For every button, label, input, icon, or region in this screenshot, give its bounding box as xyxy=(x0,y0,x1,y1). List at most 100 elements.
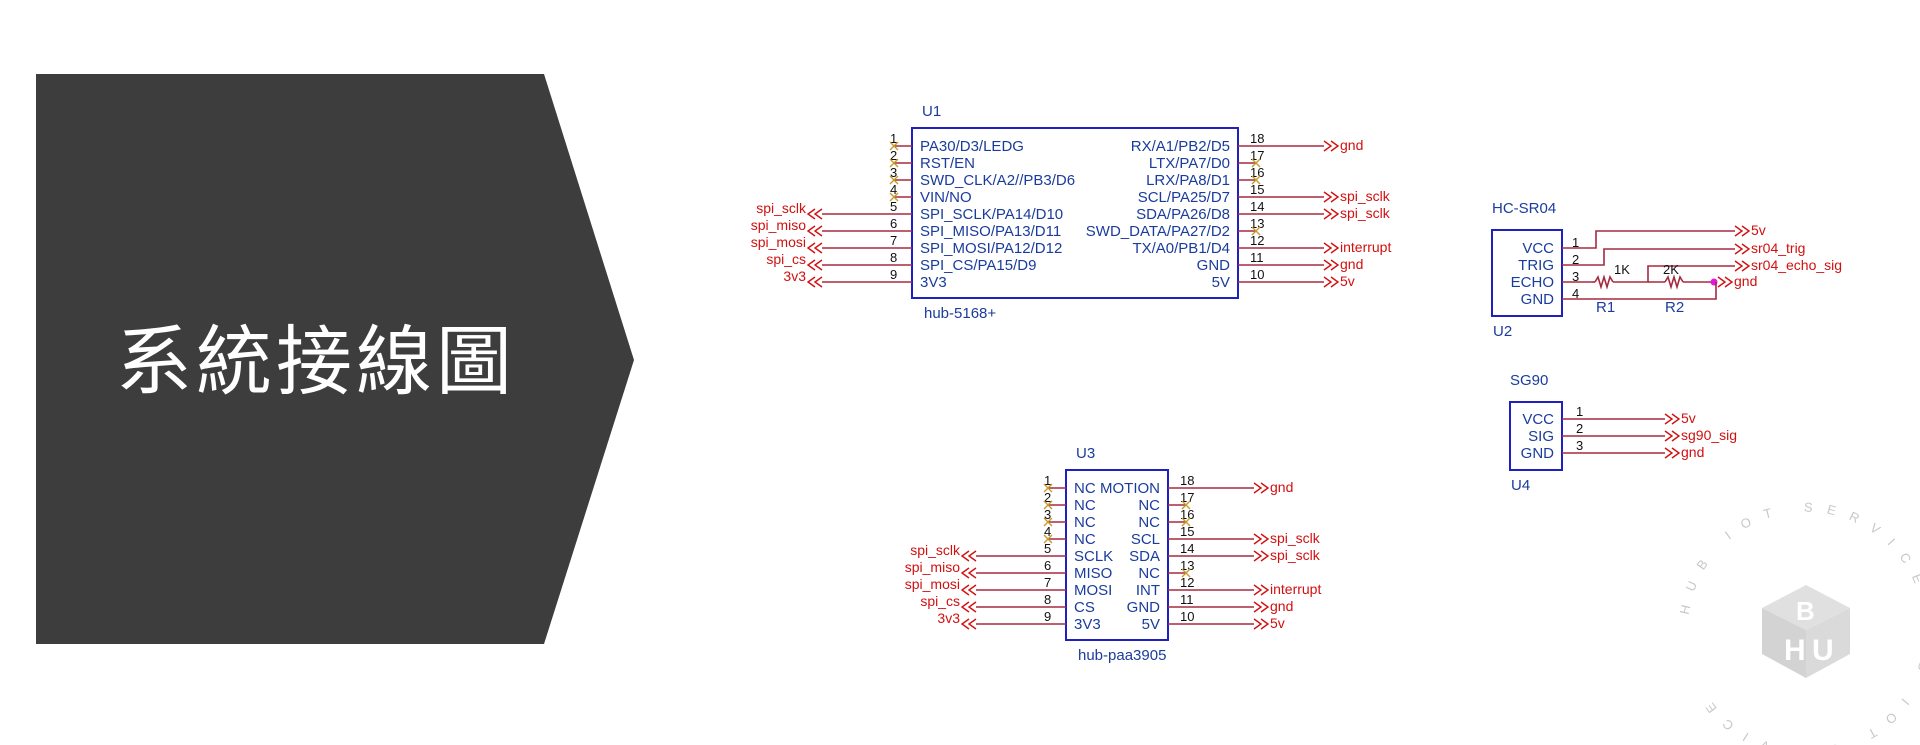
net-port-icon xyxy=(1323,191,1340,203)
net-label: sg90_sig xyxy=(1681,427,1737,443)
pin-name: GND xyxy=(1521,445,1555,462)
net-port-icon xyxy=(806,225,823,237)
pin-number: 15 xyxy=(1180,524,1194,539)
net-label: spi_mosi xyxy=(905,576,960,592)
pin-name: SWD_CLK/A2//PB3/D6 xyxy=(920,172,1075,189)
net-label: spi_cs xyxy=(920,593,960,609)
pin-name: NC xyxy=(1138,565,1160,582)
no-connect-mark xyxy=(1043,534,1053,544)
vcc-trace xyxy=(1592,230,1735,249)
pin-number: 1 xyxy=(1572,235,1579,250)
no-connect-mark xyxy=(889,141,899,151)
net-label: gnd xyxy=(1681,444,1704,460)
pin-number: 11 xyxy=(1250,250,1264,265)
net-label: spi_sclk xyxy=(756,200,807,216)
net-port-icon xyxy=(1253,482,1270,494)
title-chevron-shape xyxy=(36,74,634,644)
pin-name: RX/A1/PB2/D5 xyxy=(1131,138,1230,155)
net-port-icon xyxy=(1734,260,1751,272)
component-u3: U3hub-paa3905NC1NC2NC3NC4SCLK5spi_sclkMI… xyxy=(905,445,1322,664)
pin-number: 12 xyxy=(1250,233,1264,248)
net-port-icon xyxy=(960,601,977,613)
pin-number: 8 xyxy=(890,250,897,265)
no-connect-mark xyxy=(1043,483,1053,493)
net-port-icon xyxy=(1253,550,1270,562)
component-body xyxy=(911,127,1239,299)
pin-number: 10 xyxy=(1250,267,1264,282)
net-label: spi_miso xyxy=(751,217,806,233)
net-port-icon xyxy=(1323,276,1340,288)
pin-name: NC xyxy=(1138,497,1160,514)
no-connect-mark xyxy=(1181,517,1191,527)
net-port-icon xyxy=(1734,225,1751,237)
net-port-icon xyxy=(1664,413,1681,425)
pin-name: GND xyxy=(1127,599,1161,616)
pin-name: SDA/PA26/D8 xyxy=(1136,206,1230,223)
component-ref: U3 xyxy=(1076,445,1095,462)
pin-number: 18 xyxy=(1250,131,1264,146)
pin-number: 3 xyxy=(1044,507,1051,522)
pin-name: 5V xyxy=(1212,274,1230,291)
net-label: gnd xyxy=(1734,273,1757,289)
net-port-icon xyxy=(806,242,823,254)
pin-number: 16 xyxy=(1180,507,1194,522)
resistor-value: 1K xyxy=(1614,262,1630,277)
no-connect-mark xyxy=(1181,500,1191,510)
pin-name: NC xyxy=(1074,480,1096,497)
pin-name: RST/EN xyxy=(920,155,975,172)
pin-number: 12 xyxy=(1180,575,1194,590)
component-value: hub-5168+ xyxy=(924,305,996,322)
pin-name: CS xyxy=(1074,599,1095,616)
net-label: 5v xyxy=(1340,273,1355,289)
pin-number: 11 xyxy=(1180,592,1194,607)
pin-name: NC xyxy=(1074,531,1096,548)
pin-name: SWD_DATA/PA27/D2 xyxy=(1086,223,1230,240)
pin-number: 10 xyxy=(1180,609,1194,624)
component-value: SG90 xyxy=(1510,372,1548,389)
pin-name: MISO xyxy=(1074,565,1112,582)
watermark: HUB IOT SERVICE HUB IOT SERVICEHUB xyxy=(1677,499,1920,745)
pin-number: 17 xyxy=(1180,490,1194,505)
pin-number: 1 xyxy=(890,131,897,146)
net-port-icon xyxy=(1734,243,1751,255)
pin-name: VCC xyxy=(1522,240,1554,257)
resistor-r1-icon xyxy=(1594,274,1614,290)
component-ref: U1 xyxy=(922,103,941,120)
component-ref: U2 xyxy=(1493,323,1512,340)
net-label: spi_sclk xyxy=(1340,205,1391,221)
pin-number: 2 xyxy=(1576,421,1583,436)
net-label: gnd xyxy=(1270,479,1293,495)
pin-number: 4 xyxy=(1572,286,1579,301)
pin-number: 2 xyxy=(1572,252,1579,267)
pin-number: 2 xyxy=(1044,490,1051,505)
pin-name: NC xyxy=(1074,497,1096,514)
pin-name: SPI_CS/PA15/D9 xyxy=(920,257,1036,274)
net-label: gnd xyxy=(1340,137,1363,153)
pin-name: SCL/PA25/D7 xyxy=(1138,189,1230,206)
pin-name: 3V3 xyxy=(920,274,947,291)
pin-name: INT xyxy=(1136,582,1160,599)
pin-number: 1 xyxy=(1576,404,1583,419)
net-port-icon xyxy=(1323,259,1340,271)
net-label: gnd xyxy=(1270,598,1293,614)
pin-name: PA30/D3/LEDG xyxy=(920,138,1024,155)
resistor-r2-icon xyxy=(1664,274,1684,290)
pin-number: 18 xyxy=(1180,473,1194,488)
component-body xyxy=(1509,401,1563,471)
net-label: spi_cs xyxy=(766,251,806,267)
component-body xyxy=(1491,229,1563,317)
net-port-icon xyxy=(1253,584,1270,596)
net-port-icon xyxy=(1253,533,1270,545)
pin-number: 2 xyxy=(890,148,897,163)
net-label: 3v3 xyxy=(937,610,960,626)
no-connect-mark xyxy=(1181,568,1191,578)
pin-name: SIG xyxy=(1528,428,1554,445)
pin-number: 3 xyxy=(1572,269,1579,284)
pin-name: GND xyxy=(1197,257,1231,274)
gnd-trace xyxy=(1592,282,1717,300)
pin-number: 6 xyxy=(1044,558,1051,573)
pin-number: 4 xyxy=(1044,524,1051,539)
pin-name: NC xyxy=(1138,514,1160,531)
